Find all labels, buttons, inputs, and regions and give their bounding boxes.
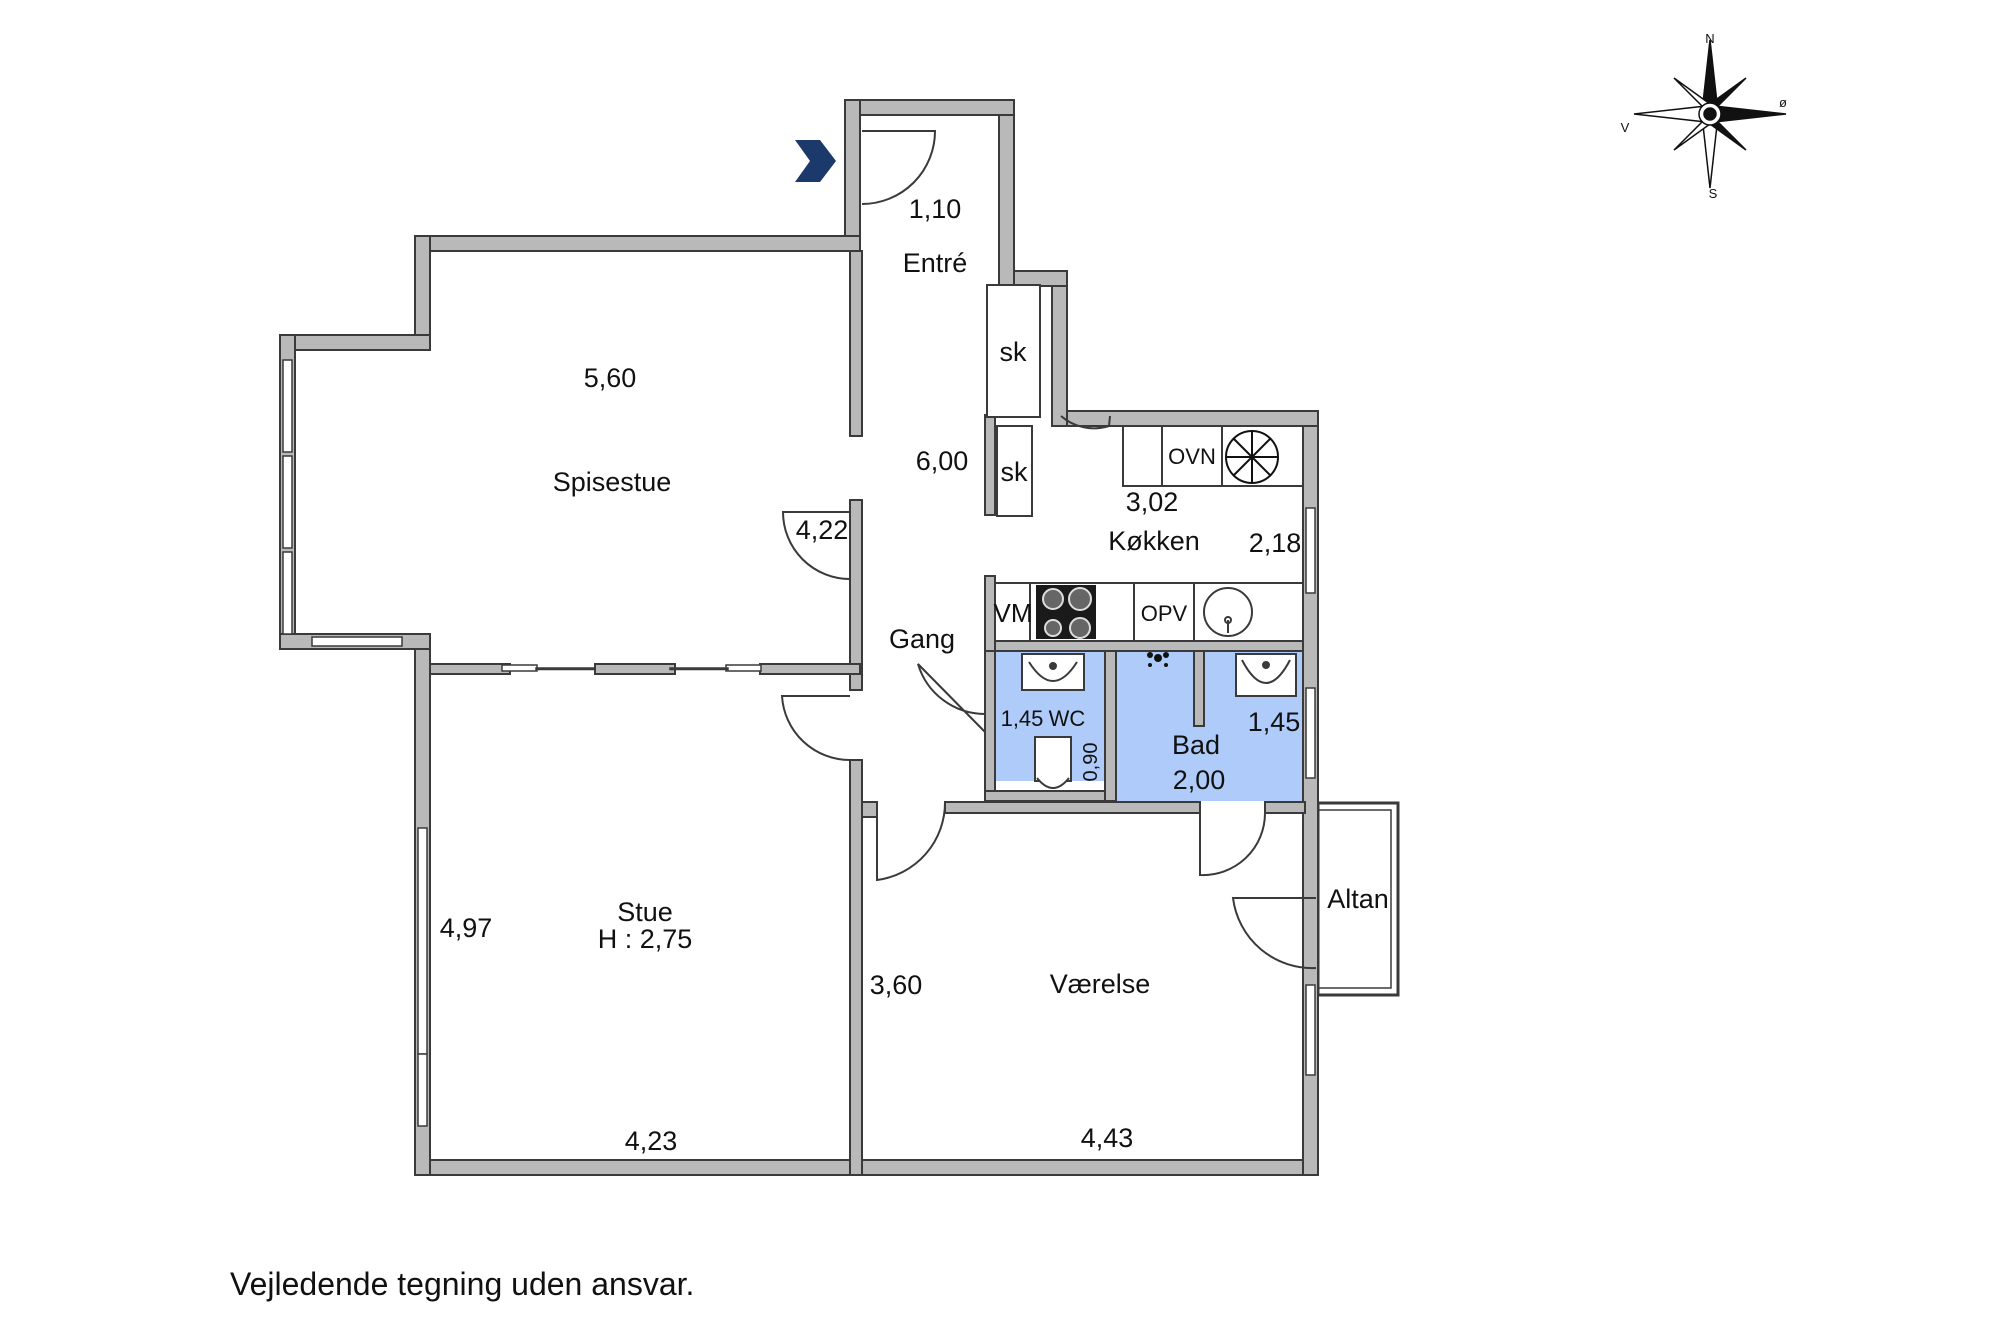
compass-east: ø: [1779, 95, 1787, 110]
labels: 1,10 Entré 5,60 Spisestue 4,22 6,00 Gang…: [440, 194, 1389, 1156]
disclaimer-text: Vejledende tegning uden ansvar.: [230, 1266, 695, 1302]
sink-icon: [1203, 587, 1253, 637]
bath-fixtures: [1021, 653, 1297, 789]
bad-height: 1,45: [1248, 707, 1301, 737]
opv-label: OPV: [1141, 601, 1188, 626]
wc-height: 0,90: [1080, 743, 1102, 782]
compass-south: S: [1709, 186, 1718, 201]
compass-north: N: [1705, 31, 1714, 46]
compass-west: V: [1621, 120, 1630, 135]
sk-label-2: sk: [1001, 457, 1029, 487]
ventilation-fan-icon: [1225, 430, 1279, 484]
stue-height-note: H : 2,75: [598, 924, 693, 954]
spisestue-name: Spisestue: [553, 467, 672, 497]
wc-name: WC: [1049, 706, 1086, 731]
entre-name: Entré: [903, 248, 968, 278]
vm-label: VM: [994, 598, 1033, 628]
stue-height: 4,97: [440, 913, 493, 943]
bad-width: 2,00: [1173, 765, 1226, 795]
compass-icon: [1633, 39, 1787, 189]
vaerelse-height: 3,60: [870, 970, 923, 1000]
gang-name: Gang: [889, 624, 955, 654]
doors: [780, 130, 1317, 970]
altan-name: Altan: [1327, 884, 1389, 914]
vaerelse-name: Værelse: [1050, 969, 1151, 999]
bad-name: Bad: [1172, 730, 1220, 760]
windows: [282, 359, 1316, 1127]
stue-name: Stue: [617, 897, 673, 927]
sk-label-1: sk: [1000, 337, 1028, 367]
compass-rose: N S ø V: [1621, 31, 1787, 201]
wc-width: 1,45: [1001, 706, 1044, 731]
ovn-label: OVN: [1168, 444, 1216, 469]
altan-outline: [1316, 801, 1400, 997]
stue-width: 4,23: [625, 1126, 678, 1156]
gang-dim: 6,00: [916, 446, 969, 476]
spisestue-height: 4,22: [796, 515, 849, 545]
vaerelse-width: 4,43: [1081, 1123, 1134, 1153]
cooktop-icon: [1036, 585, 1096, 639]
kokken-name: Køkken: [1108, 526, 1200, 556]
walls: [279, 99, 1319, 1176]
spisestue-width: 5,60: [584, 363, 637, 393]
kokken-width: 3,02: [1126, 487, 1179, 517]
shower-faucet-icon: [1147, 652, 1169, 667]
entry-arrow-icon: [795, 140, 836, 182]
closets: [986, 284, 1041, 517]
entre-dim: 1,10: [909, 194, 962, 224]
kokken-height: 2,18: [1249, 528, 1302, 558]
